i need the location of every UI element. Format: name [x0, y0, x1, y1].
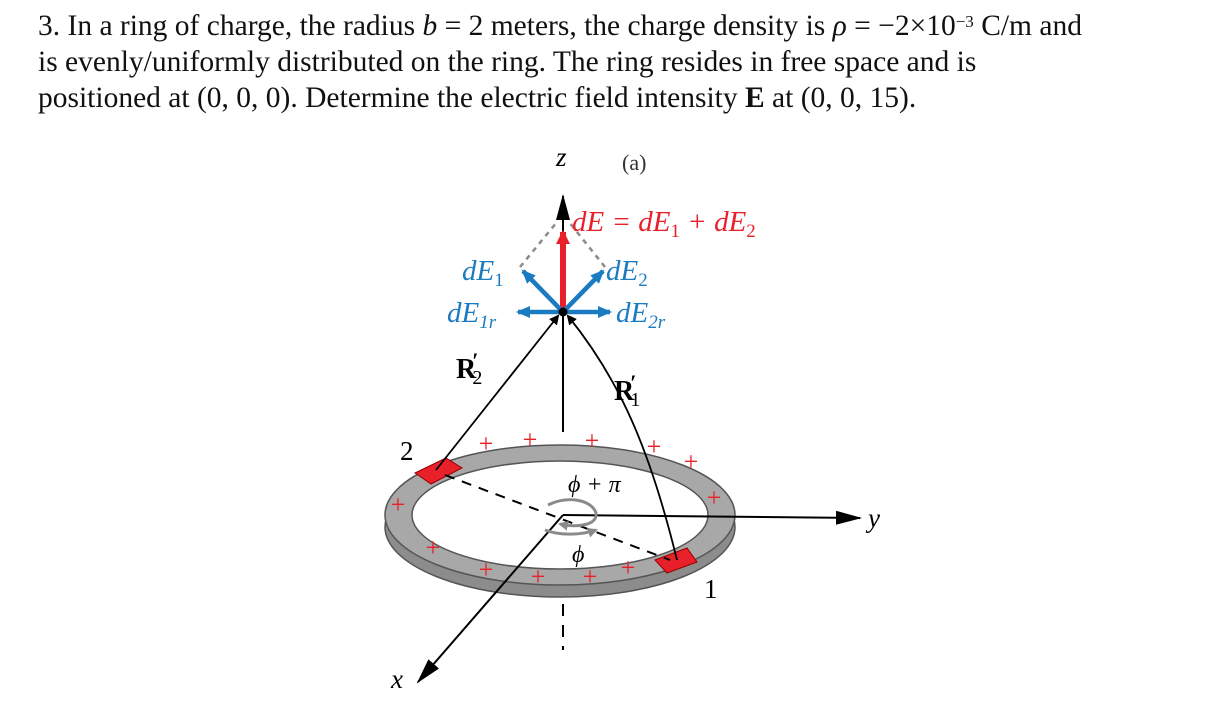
plus-sign: +	[585, 426, 600, 455]
density-symbol: ρ	[832, 10, 847, 42]
dE2r-label: dE2r	[616, 297, 666, 333]
dE-total-text: dE = dE	[572, 206, 671, 238]
text: 3. In a ring of charge, the radius	[38, 10, 423, 42]
field-symbol: E	[744, 82, 765, 114]
R2-prime: ′	[472, 348, 478, 373]
dE-total-sub2: 2	[746, 221, 756, 242]
dE2-text: dE	[606, 255, 639, 287]
R2-subscript: 2	[472, 367, 482, 389]
dE1-text: dE	[462, 255, 495, 287]
x-axis	[416, 514, 564, 684]
plus-sign: +	[523, 425, 538, 454]
dE2-sub: 2	[638, 270, 648, 291]
R1-subscript: 1	[630, 389, 640, 411]
plus-sign: +	[647, 432, 662, 461]
plus-sign: +	[684, 447, 699, 476]
ring-inner	[411, 460, 709, 570]
plus-sign: +	[707, 483, 722, 512]
vector-dE1	[521, 269, 565, 314]
charge-element-2	[414, 457, 464, 485]
R2-letter: R	[456, 354, 477, 385]
problem-line-3: positioned at (0, 0, 0). Determine the e…	[38, 80, 1208, 116]
density-value: = −2×10	[846, 10, 956, 42]
point-2-label: 2	[400, 436, 414, 466]
z-axis-label: z	[555, 142, 567, 172]
diameter-line	[444, 474, 671, 561]
plus-sign: +	[479, 555, 494, 584]
density-unit: C/m and	[973, 10, 1082, 42]
plus-sign: +	[479, 429, 494, 458]
radius-symbol: b	[422, 10, 438, 42]
charge-element-1	[654, 547, 698, 574]
dE1r-text: dE	[447, 297, 480, 329]
plus-sign: +	[583, 562, 598, 591]
R1-prime: ′	[630, 370, 636, 395]
phi-plus-pi-label: ϕ + π	[568, 472, 622, 498]
dE1-label: dE1	[462, 255, 504, 291]
dE2r-sub: 2r	[648, 312, 666, 333]
R2-label: R′2	[456, 348, 482, 389]
dE-total-plus: + dE	[680, 206, 747, 238]
y-axis	[562, 510, 862, 525]
dE2r-text: dE	[616, 297, 649, 329]
phi-label: ϕ	[572, 542, 584, 568]
dE2-label: dE2	[606, 255, 648, 291]
problem-line-1: 3. In a ring of charge, the radius b = 2…	[38, 8, 1208, 44]
text: positioned at (0, 0, 0). Determine the e…	[38, 82, 745, 114]
R1-label: R′1	[614, 370, 640, 411]
dE1r-label: dE1r	[447, 297, 497, 333]
caption-fragment: (a)	[622, 150, 646, 175]
text: at (0, 0, 15).	[764, 82, 917, 114]
vector-R1	[566, 314, 678, 561]
plus-sign: +	[391, 490, 406, 519]
problem-line-2: is evenly/uniformly distributed on the r…	[38, 46, 977, 78]
point-1-label: 1	[704, 574, 718, 604]
plus-sign: +	[426, 533, 441, 562]
plus-sign: +	[531, 562, 546, 591]
dE1-sub: 1	[494, 270, 504, 291]
y-axis-label: y	[865, 503, 880, 533]
vector-dE2	[561, 269, 605, 314]
vector-R2	[435, 314, 560, 471]
R1-letter: R	[614, 376, 635, 407]
problem-statement: 3. In a ring of charge, the radius b = 2…	[38, 8, 1208, 116]
angle-phi-plus-pi-arc	[547, 498, 598, 531]
dE-total-label: dE = dE1 + dE2	[572, 206, 756, 242]
field-point	[558, 307, 568, 317]
parallelogram-left	[519, 221, 558, 268]
angle-phi-arc	[544, 527, 598, 538]
dE1r-sub: 1r	[479, 312, 497, 333]
dE-total-sub1: 1	[671, 221, 681, 242]
density-exponent: −3	[955, 12, 974, 31]
radius-value: = 2 meters, the charge density is	[437, 10, 833, 42]
ring-plus-signs: + + + + + + + + + + + +	[391, 425, 722, 591]
plus-sign: +	[621, 553, 636, 582]
x-axis-label: x	[390, 664, 403, 694]
